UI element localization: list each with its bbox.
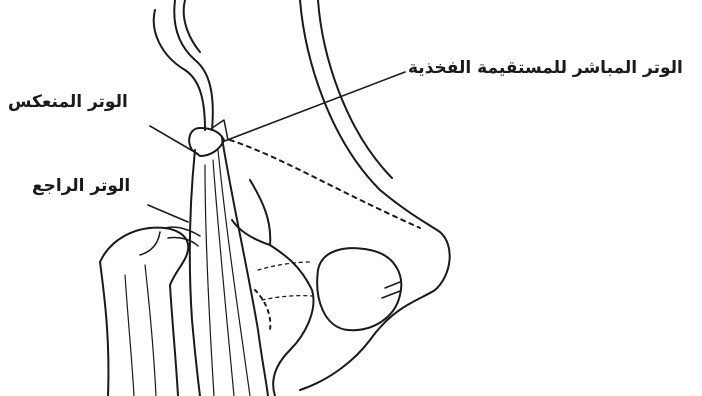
label-recurrent-tendon: الوتر الراجع [32,176,130,196]
muscle-fiber-1 [205,165,214,396]
tendon-strand-1 [154,10,205,130]
tendon-strand-3 [184,0,200,52]
leader-direct [222,72,405,142]
foramen-shading [382,282,400,298]
label-reflected-tendon: الوتر المنعكس [8,92,128,112]
pubic-ramus [258,262,312,300]
leader-reflected [150,126,198,154]
ischium-contour [270,245,313,396]
recurrent-strand-2 [168,237,198,246]
femur-shaft-left [100,262,108,396]
muscle-left-edge [190,150,200,396]
femur-fiber-2 [145,265,156,396]
femur-notch [140,232,160,255]
acetabulum-ridge [232,180,270,245]
femur-head [100,228,188,285]
tendon-strand-2 [174,0,213,130]
leader-recurrent [148,205,188,222]
femur-shaft-right [170,285,178,396]
pelvis-inner-line [318,0,392,178]
label-direct-tendon: الوتر المباشر للمستقيمة الفخذية [408,58,683,78]
pelvis-dashed-rim [230,140,420,228]
femur-fiber-1 [125,275,134,396]
